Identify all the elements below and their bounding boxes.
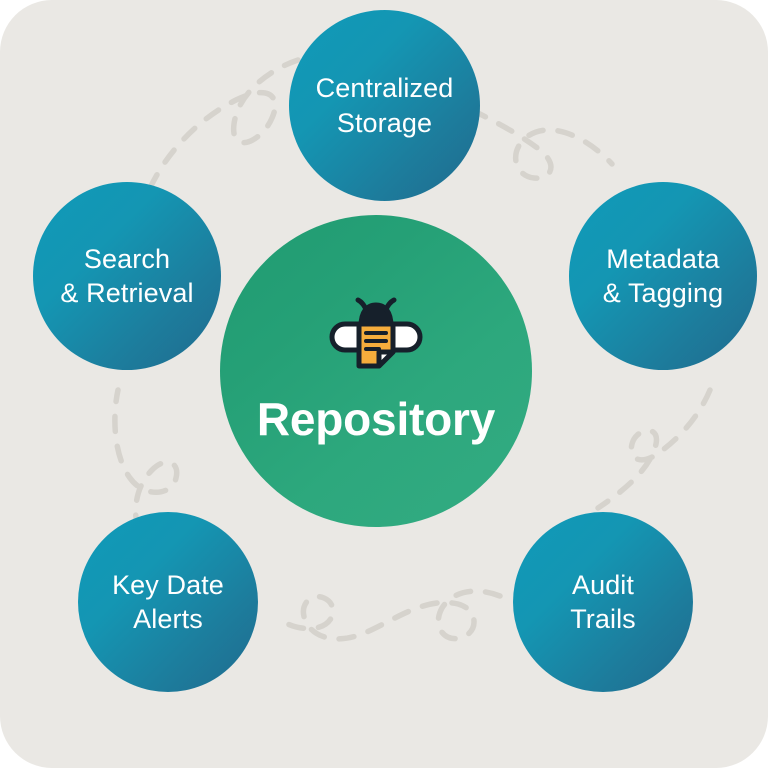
connector-search-to-storage (147, 57, 301, 191)
repository-title: Repository (256, 393, 496, 445)
bee-document-icon (329, 297, 423, 369)
connector-keydate-to-search (112, 387, 180, 533)
node-audit-trails[interactable]: Audit Trails (513, 512, 693, 692)
node-key-date-alerts[interactable]: Key Date Alerts (78, 512, 258, 692)
node-key-date-alerts-label: Key Date Alerts (112, 569, 224, 634)
node-centralized-storage[interactable]: Centralized Storage (289, 10, 480, 201)
connector-metadata-to-audit (595, 387, 713, 511)
node-metadata-tagging[interactable]: Metadata & Tagging (569, 182, 757, 370)
node-search-retrieval[interactable]: Search & Retrieval (33, 182, 221, 370)
node-search-retrieval-label: Search & Retrieval (60, 243, 194, 308)
node-audit-trails-label: Audit Trails (570, 569, 636, 634)
connector-storage-to-metadata (469, 107, 615, 181)
connector-audit-to-keydate (277, 588, 503, 642)
node-repository-center[interactable]: Repository (220, 215, 532, 527)
node-metadata-tagging-label: Metadata & Tagging (602, 243, 724, 308)
node-centralized-storage-label: Centralized Storage (315, 73, 454, 138)
